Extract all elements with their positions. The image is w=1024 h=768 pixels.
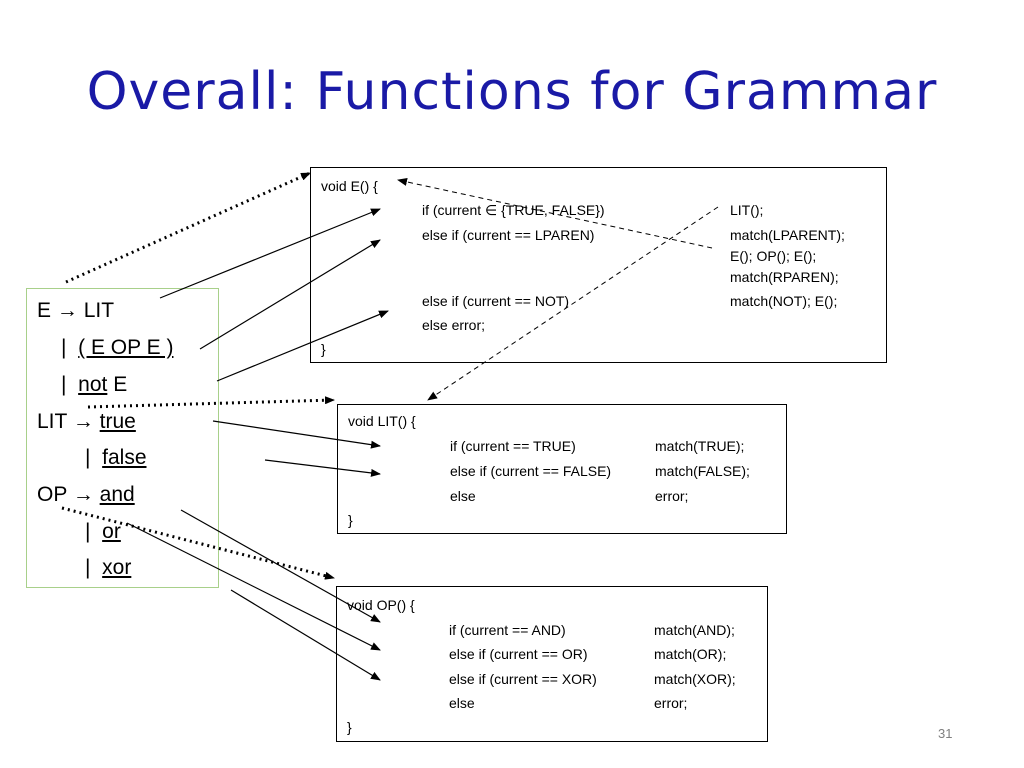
function-footer: } [348, 512, 353, 528]
code-box-op: void OP() { if (current == AND) match(AN… [336, 586, 768, 742]
grammar-rule-op: OP → and [37, 483, 135, 507]
code-action: match(OR); [654, 646, 727, 662]
arrow-e-lit [159, 208, 381, 299]
code-condition: else if (current == LPAREN) [422, 227, 595, 243]
code-action: match(NOT); E(); [730, 293, 838, 309]
terminal: true [99, 410, 136, 433]
arrow-lit-true [212, 420, 381, 449]
code-action: match(TRUE); [655, 438, 745, 454]
code-action: E(); OP(); E(); [730, 248, 817, 264]
production: LIT [83, 299, 115, 322]
code-condition: if (current ∈ {TRUE, FALSE}) [422, 202, 605, 218]
nonterminal: OP [37, 483, 67, 506]
terminal: or [102, 520, 121, 543]
dotted-arrow-e [65, 171, 311, 284]
alt-bar: | [61, 336, 67, 359]
arrow-op-or [126, 522, 381, 651]
code-condition: else if (current == OR) [449, 646, 588, 662]
code-action: LIT(); [730, 202, 764, 218]
slide-number: 31 [938, 726, 953, 741]
function-footer: } [347, 719, 352, 735]
code-condition: else error; [422, 317, 486, 333]
grammar-rule-e: E → LIT [37, 299, 114, 323]
function-header: void OP() { [347, 597, 415, 613]
production: ( E OP E ) [78, 336, 174, 359]
alt-bar: | [85, 520, 91, 543]
grammar-alt: | xor [85, 556, 131, 580]
code-action: match(AND); [654, 622, 735, 638]
nonterminal: LIT [37, 410, 67, 433]
grammar-rule-lit: LIT → true [37, 410, 136, 434]
production: E [113, 373, 128, 396]
code-condition: if (current == AND) [449, 622, 566, 638]
alt-bar: | [85, 446, 91, 469]
dashed-arrow-to-lit [427, 206, 719, 401]
code-action: match(FALSE); [655, 463, 750, 479]
arrow-e-paren [199, 239, 381, 350]
arrow-op-xor [230, 589, 381, 681]
code-condition: else if (current == XOR) [449, 671, 597, 687]
code-action: error; [654, 695, 688, 711]
code-action: error; [655, 488, 689, 504]
code-action: match(XOR); [654, 671, 736, 687]
code-condition: else if (current == NOT) [422, 293, 570, 309]
arrow-lit-false [264, 459, 381, 477]
code-action: match(LPARENT); [730, 227, 845, 243]
derives-arrow: → [72, 483, 94, 506]
function-footer: } [321, 341, 326, 357]
code-box-e: void E() { if (current ∈ {TRUE, FALSE}) … [310, 167, 887, 363]
arrow-op-and [180, 509, 381, 623]
code-condition: else [449, 695, 475, 711]
slide-title: Overall: Functions for Grammar [86, 62, 938, 122]
grammar-alt: | false [85, 446, 147, 470]
code-condition: else if (current == FALSE) [450, 463, 612, 479]
terminal: not [78, 373, 108, 396]
alt-bar: | [85, 556, 91, 579]
alt-bar: | [61, 373, 67, 396]
grammar-alt: | ( E OP E ) [61, 336, 173, 360]
code-condition: else [450, 488, 476, 504]
derives-arrow: → [56, 299, 78, 322]
grammar-box: E → LIT | ( E OP E ) | not E LIT → true … [26, 288, 219, 588]
grammar-alt: | or [85, 520, 121, 544]
terminal: xor [102, 556, 132, 579]
grammar-alt: | not E [61, 373, 127, 397]
dotted-arrow-lit [87, 396, 335, 409]
derives-arrow: → [72, 410, 94, 433]
code-action: match(RPAREN); [730, 269, 839, 285]
nonterminal: E [37, 299, 52, 322]
dashed-arrow-to-e [397, 177, 713, 249]
terminal: false [102, 446, 147, 469]
function-header: void E() { [321, 178, 378, 194]
arrow-e-not [216, 310, 389, 382]
function-header: void LIT() { [348, 413, 416, 429]
code-condition: if (current == TRUE) [450, 438, 576, 454]
terminal: and [99, 483, 135, 506]
dotted-arrow-op [61, 506, 335, 580]
